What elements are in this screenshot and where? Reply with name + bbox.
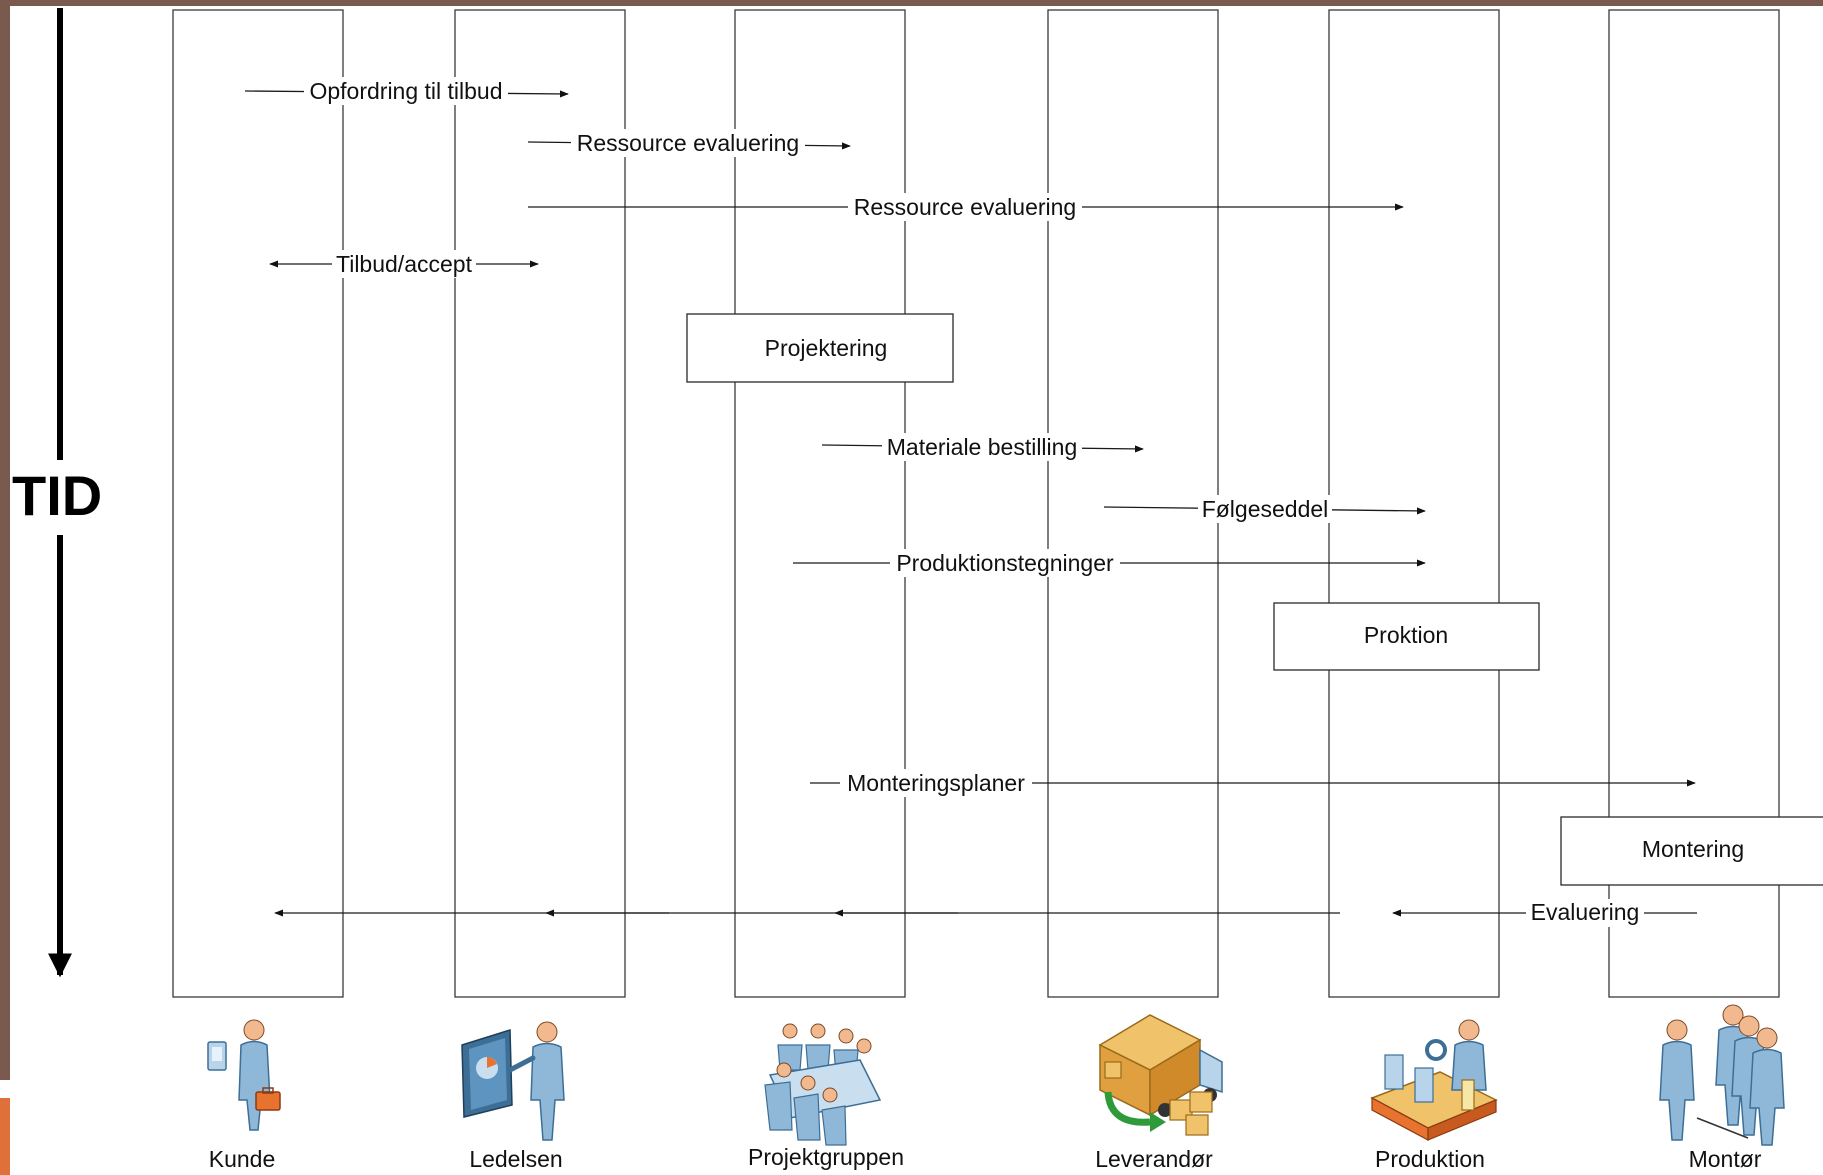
- actor-produktion: Produktion: [1370, 1019, 1498, 1172]
- frame-left-bar: [0, 0, 10, 1080]
- message-label-bg: [1198, 495, 1332, 523]
- activity-proktion: Proktion: [1273, 602, 1540, 671]
- message-materiale-bestilling: Materiale bestilling: [821, 433, 1144, 461]
- message-ressource-evaluering-1: Ressource evaluering: [527, 129, 851, 157]
- actor-ledelsen: Ledelsen: [461, 1021, 565, 1172]
- message-opfordring: Opfordring til tilbud: [244, 77, 569, 105]
- frame-top-bar: [0, 0, 1823, 6]
- actor-label: Kunde: [209, 1146, 276, 1172]
- time-axis: TID: [12, 8, 102, 978]
- workers-group-icon: [1659, 1004, 1785, 1146]
- activity-montering: Montering: [1560, 816, 1823, 886]
- message-label-bg: [304, 77, 508, 105]
- activity-box: [1560, 816, 1823, 886]
- activity-label: Projektering: [765, 335, 888, 361]
- actor-label: Leverandør: [1095, 1146, 1213, 1172]
- message-label: Produktionstegninger: [896, 550, 1114, 576]
- actors: Kunde Ledelsen: [207, 1004, 1785, 1172]
- time-axis-label: TID: [12, 464, 102, 527]
- message-produktionstegninger: Produktionstegninger: [793, 549, 1426, 577]
- activity-box: [1273, 602, 1540, 671]
- message-label: Opfordring til tilbud: [309, 78, 502, 104]
- actor-projektgruppen: Projektgruppen: [748, 1023, 904, 1170]
- message-tilbud-accept: Tilbud/accept: [269, 250, 539, 278]
- message-label: Materiale bestilling: [887, 434, 1077, 460]
- delivery-truck-icon: [1098, 1014, 1223, 1136]
- message-label-bg: [890, 549, 1120, 577]
- message-label: Ressource evaluering: [854, 194, 1076, 220]
- activity-label: Montering: [1642, 836, 1744, 862]
- customer-icon: [207, 1019, 281, 1131]
- message-label-bg: [840, 769, 1032, 797]
- activity-box: [686, 313, 954, 383]
- message-label-bg: [571, 129, 805, 157]
- message-label-bg: [332, 250, 476, 278]
- message-label: Følgeseddel: [1202, 496, 1329, 522]
- actor-label: Projektgruppen: [748, 1144, 904, 1170]
- lane-produktion: [1328, 9, 1500, 998]
- message-label: Evaluering: [1531, 899, 1640, 925]
- frame-accent-bar: [0, 1098, 10, 1175]
- manager-presentation-icon: [461, 1021, 565, 1141]
- message-label-bg: [848, 193, 1082, 221]
- messages: Opfordring til tilbud Ressource evalueri…: [244, 77, 1697, 927]
- message-label-bg: [1526, 899, 1644, 927]
- lane-kunde: [172, 9, 344, 998]
- actor-label: Montør: [1689, 1146, 1762, 1172]
- message-label: Tilbud/accept: [336, 251, 473, 277]
- message-label-bg: [882, 433, 1082, 461]
- message-label: Ressource evaluering: [577, 130, 799, 156]
- lanes: [172, 9, 1780, 998]
- actor-label: Ledelsen: [469, 1146, 562, 1172]
- lane-projektgruppen: [734, 9, 906, 998]
- message-monteringsplaner: Monteringsplaner: [810, 769, 1696, 797]
- actor-kunde: Kunde: [207, 1019, 281, 1172]
- message-evaluering: Evaluering: [274, 899, 1697, 927]
- lane-ledelsen: [454, 9, 626, 998]
- message-label: Monteringsplaner: [847, 770, 1025, 796]
- actor-montor: Montør: [1659, 1004, 1785, 1172]
- lane-leverandor: [1047, 9, 1219, 998]
- activity-projektering: Projektering: [686, 313, 954, 383]
- message-ressource-evaluering-2: Ressource evaluering: [528, 193, 1404, 221]
- activity-label: Proktion: [1364, 622, 1448, 648]
- actor-leverandor: Leverandør: [1095, 1014, 1223, 1172]
- activities: Projektering Proktion Montering: [686, 313, 1823, 886]
- meeting-group-icon: [764, 1023, 882, 1146]
- message-folgeseddel: Følgeseddel: [1103, 495, 1426, 523]
- production-line-icon: [1370, 1019, 1498, 1142]
- actor-label: Produktion: [1375, 1146, 1485, 1172]
